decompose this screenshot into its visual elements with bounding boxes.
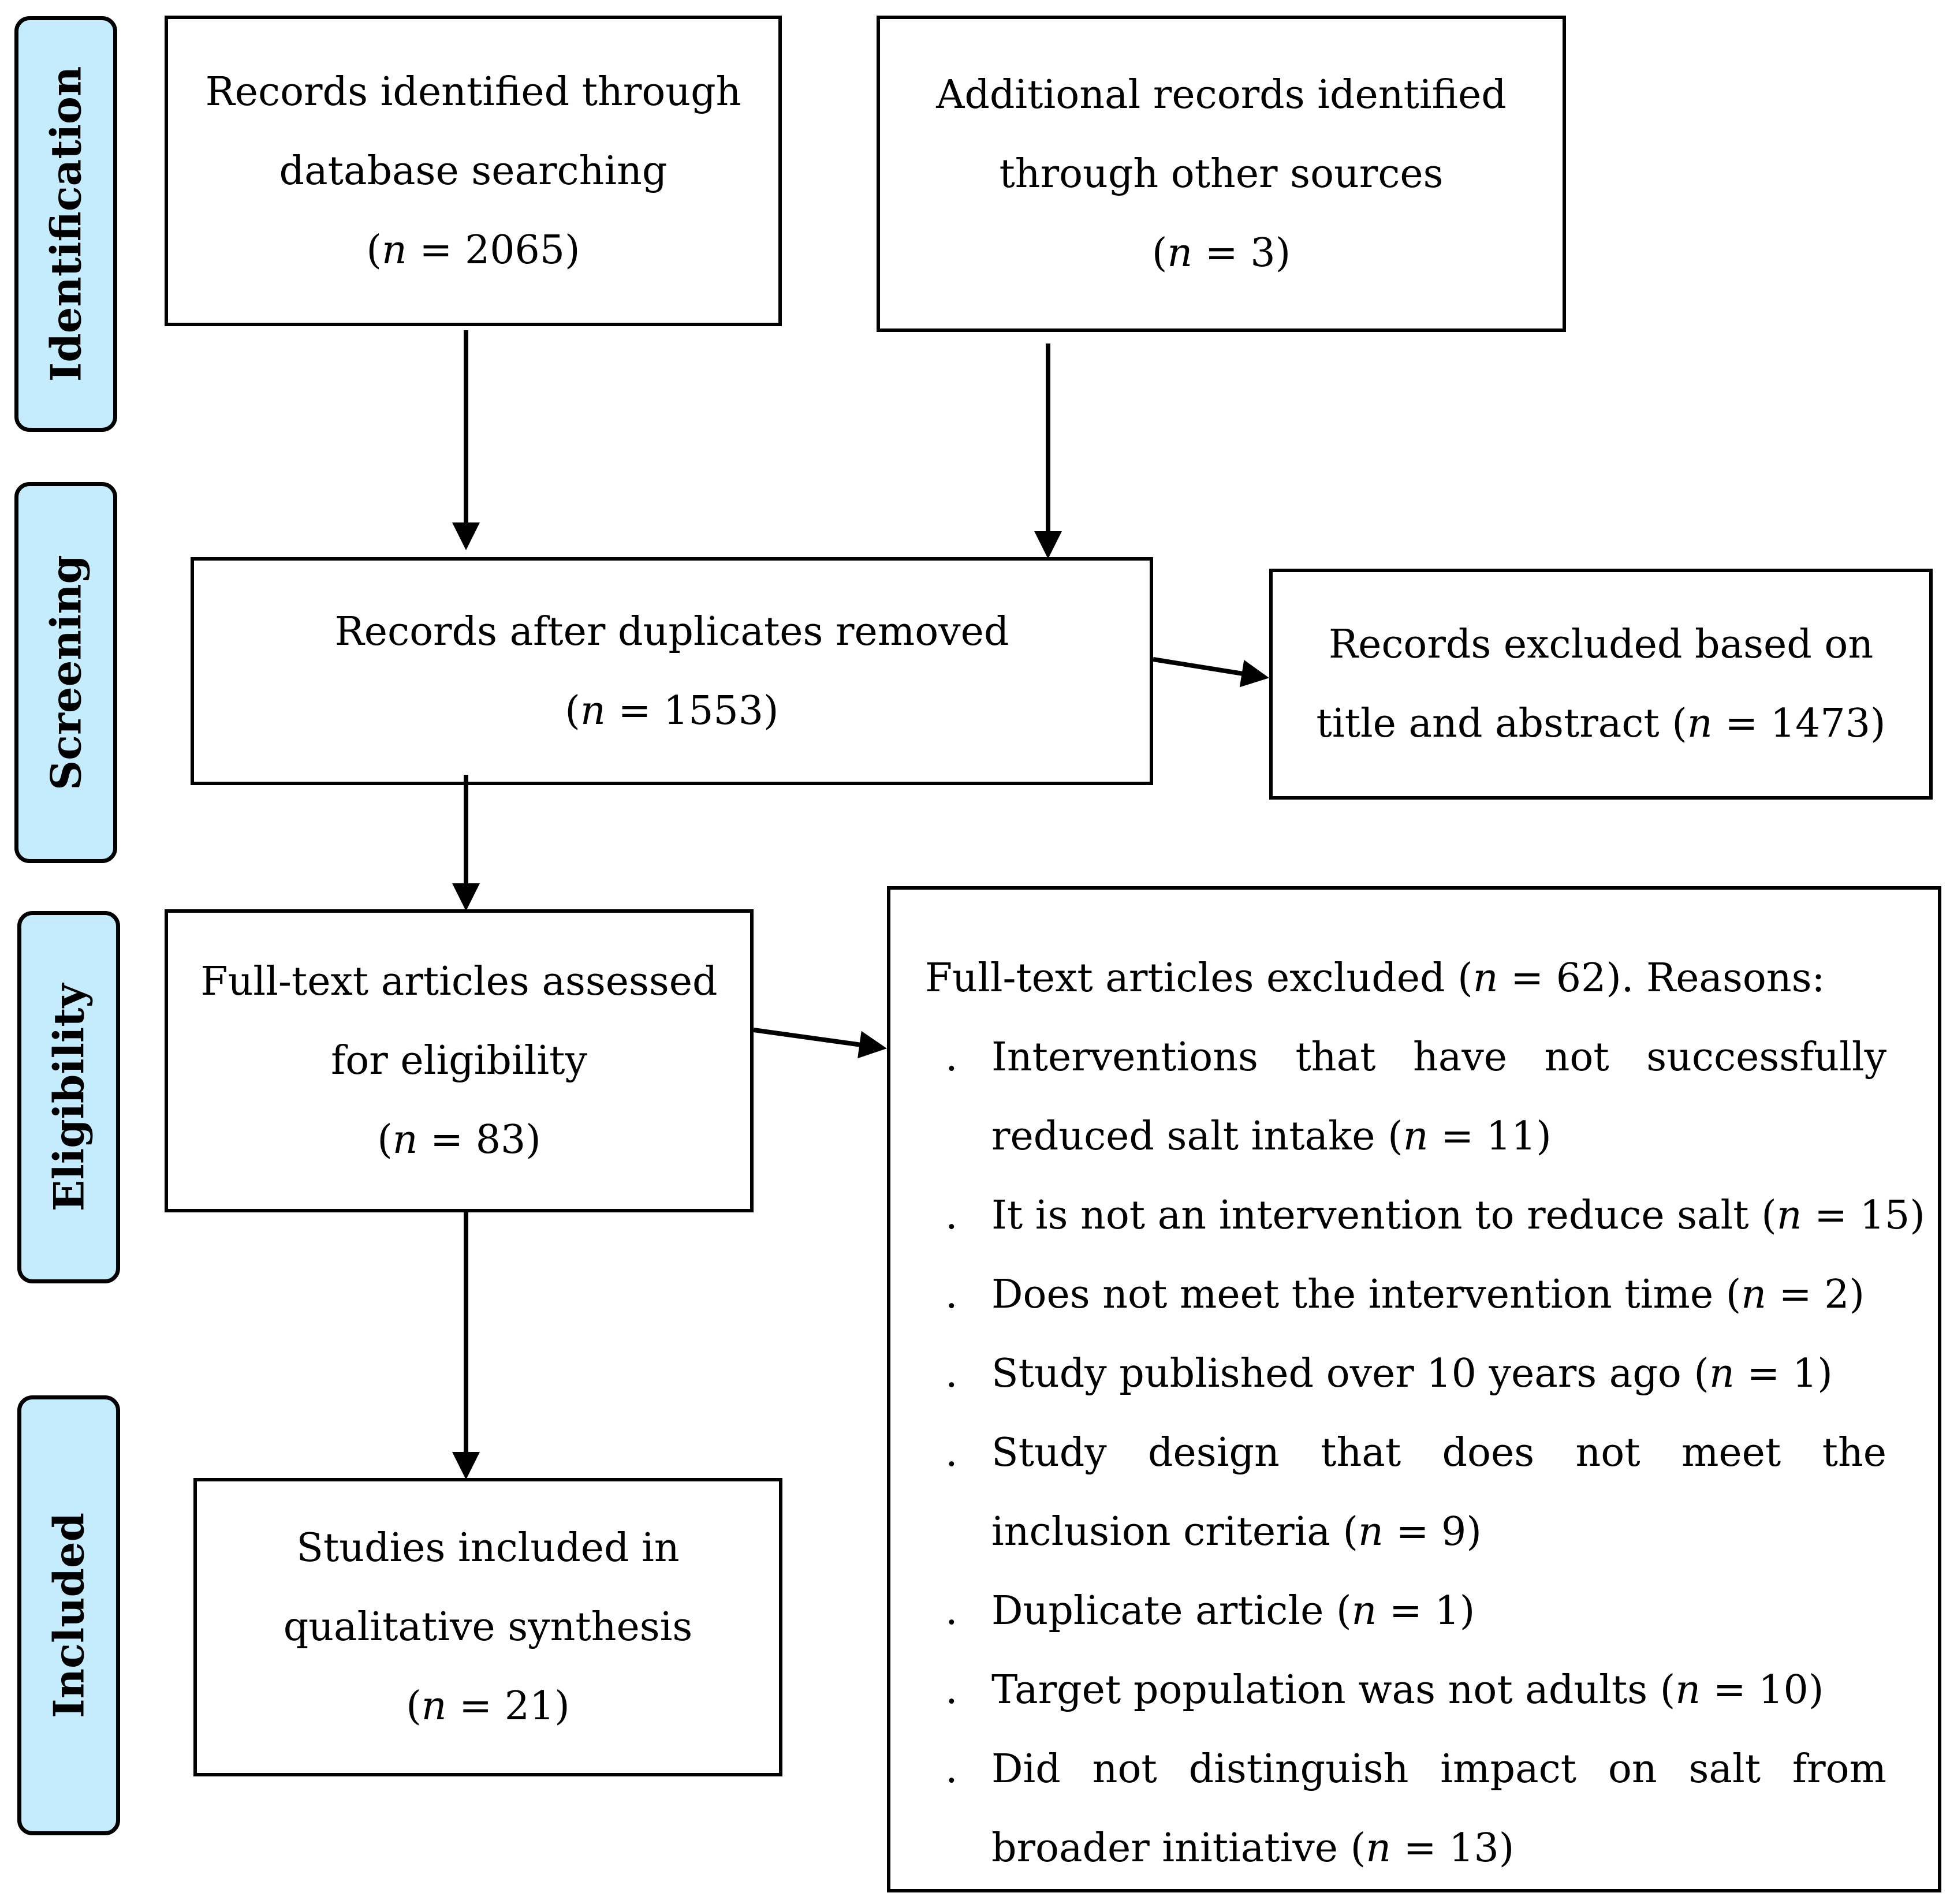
exclusion-reason-text: Duplicate article	[991, 1588, 1324, 1634]
exclusion-reason-text: Does not meet the intervention time	[991, 1272, 1714, 1317]
exclusion-reason: . Study design that does not meet the in…	[945, 1413, 1886, 1571]
phase-screening: Screening	[14, 482, 117, 863]
bullet-icon: .	[945, 1667, 958, 1713]
bullet-icon: .	[945, 1588, 958, 1634]
other-sources-line2: through other sources	[999, 151, 1444, 197]
bullet-icon: .	[945, 1351, 958, 1397]
duplicates-removed-count: (n = 1553)	[565, 688, 779, 734]
database-records-box: Records identified through database sear…	[165, 16, 782, 326]
exclusion-reason-count: (n = 11)	[1388, 1114, 1552, 1159]
studies-included-line2: qualitative synthesis	[283, 1604, 693, 1650]
exclusion-reason: . It is not an intervention to reduce sa…	[945, 1176, 1925, 1255]
exclusion-reason: . Duplicate article (n = 1)	[945, 1571, 1886, 1651]
arrow-duplicates-to-excluded	[1153, 657, 1269, 688]
exclusion-reason-count: (n = 2)	[1725, 1272, 1865, 1317]
exclusion-reason: . Target population was not adults (n = …	[945, 1651, 1886, 1730]
fulltext-assessed-box: Full-text articles assessed for eligibil…	[165, 909, 754, 1212]
exclusion-reason-count: (n = 1)	[1694, 1351, 1833, 1397]
phase-included: Included	[17, 1395, 120, 1835]
fulltext-assessed-count: (n = 83)	[377, 1117, 541, 1163]
exclusion-reason-count: (n = 1)	[1336, 1588, 1475, 1634]
excluded-title-line1: Records excluded based on	[1328, 622, 1874, 667]
exclusion-reason-count: (n = 15)	[1761, 1193, 1925, 1238]
phase-identification: Identification	[14, 16, 117, 432]
bullet-icon: .	[945, 1035, 958, 1080]
exclusion-reason-count: (n = 10)	[1660, 1667, 1824, 1713]
arrow-fulltext-to-exclusions	[753, 1028, 887, 1059]
exclusion-reason: . Interventions that have not successful…	[945, 1018, 1886, 1176]
fulltext-excluded-heading: Full-text articles excluded (n = 62). Re…	[925, 955, 1825, 1001]
bullet-icon: .	[945, 1746, 958, 1792]
other-sources-box: Additional records identified through ot…	[877, 16, 1566, 332]
duplicates-removed-line1: Records after duplicates removed	[334, 608, 1009, 655]
studies-included-line1: Studies included in	[296, 1525, 680, 1571]
exclusion-reason-count: (n = 9)	[1343, 1509, 1482, 1555]
excluded-title-line2: title and abstract (n = 1473)	[1316, 701, 1886, 746]
exclusion-reason: . Study published over 10 years ago (n =…	[945, 1334, 1886, 1413]
fulltext-assessed-line2: for eligibility	[331, 1038, 587, 1084]
exclusion-reason-text: Study design that does not meet the incl…	[991, 1430, 1886, 1555]
database-records-count: (n = 2065)	[366, 227, 580, 273]
exclusion-reason-text: Did not distinguish impact on salt from …	[991, 1746, 1886, 1871]
phase-eligibility: Eligibility	[17, 911, 120, 1283]
exclusion-reason-text: It is not an intervention to reduce salt	[991, 1193, 1749, 1238]
bullet-icon: .	[945, 1272, 958, 1317]
exclusion-reason-text: Study published over 10 years ago	[991, 1351, 1681, 1397]
other-sources-count: (n = 3)	[1151, 230, 1291, 276]
duplicates-removed-box: Records after duplicates removed (n = 15…	[191, 557, 1153, 785]
fulltext-excluded-box: Full-text articles excluded (n = 62). Re…	[887, 886, 1941, 1892]
studies-included-count: (n = 21)	[406, 1683, 570, 1729]
exclusion-reason: . Does not meet the intervention time (n…	[945, 1255, 1886, 1334]
database-records-line1: Records identified through	[205, 69, 741, 115]
exclusion-reason-text: Target population was not adults	[991, 1667, 1648, 1713]
exclusion-reason-text: Interventions that have not successfully…	[991, 1035, 1886, 1159]
other-sources-line1: Additional records identified	[936, 72, 1507, 118]
database-records-line2: database searching	[279, 148, 668, 194]
exclusion-reason-count: (n = 13)	[1350, 1825, 1515, 1871]
excluded-title-abstract-box: Records excluded based on title and abst…	[1269, 569, 1933, 800]
bullet-icon: .	[945, 1193, 958, 1238]
fulltext-assessed-line1: Full-text articles assessed	[200, 959, 718, 1005]
studies-included-box: Studies included in qualitative synthesi…	[193, 1478, 782, 1776]
bullet-icon: .	[945, 1430, 958, 1476]
exclusion-reason: . Did not distinguish impact on salt fro…	[945, 1730, 1886, 1888]
